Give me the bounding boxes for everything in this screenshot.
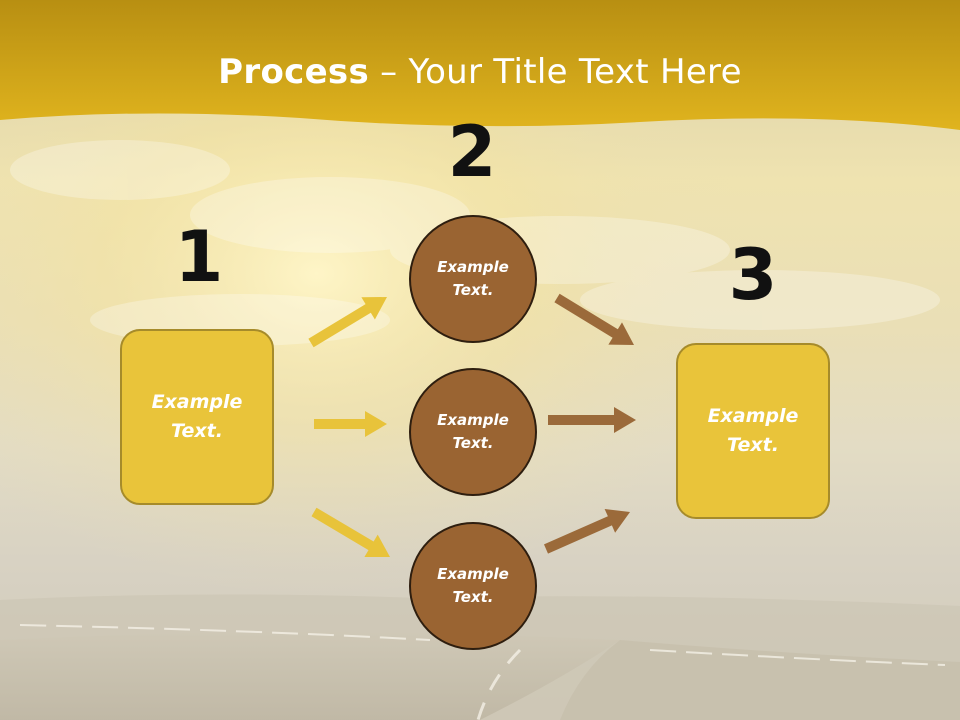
arrow-top-to-3 xyxy=(554,293,634,345)
title-banner xyxy=(0,0,960,130)
arrow-1-to-top xyxy=(308,297,387,348)
title-rest: – Your Title Text Here xyxy=(369,52,742,92)
circle-bottom: Example Text. xyxy=(409,522,537,650)
arrow-1-to-middle xyxy=(314,411,387,437)
step-number-2: 2 xyxy=(447,111,497,193)
step-number-3: 3 xyxy=(728,234,778,316)
arrow-1-to-bottom xyxy=(311,507,390,557)
step-number-1: 1 xyxy=(174,216,224,298)
arrow-bottom-to-3 xyxy=(544,509,630,554)
circle-middle: Example Text. xyxy=(409,368,537,496)
circle-top: Example Text. xyxy=(409,215,537,343)
step-box-3: Example Text. xyxy=(676,343,830,519)
step-box-1: Example Text. xyxy=(120,329,274,505)
slide-title: Process – Your Title Text Here xyxy=(0,52,960,92)
arrow-middle-to-3 xyxy=(548,407,636,433)
title-bold: Process xyxy=(218,52,370,92)
